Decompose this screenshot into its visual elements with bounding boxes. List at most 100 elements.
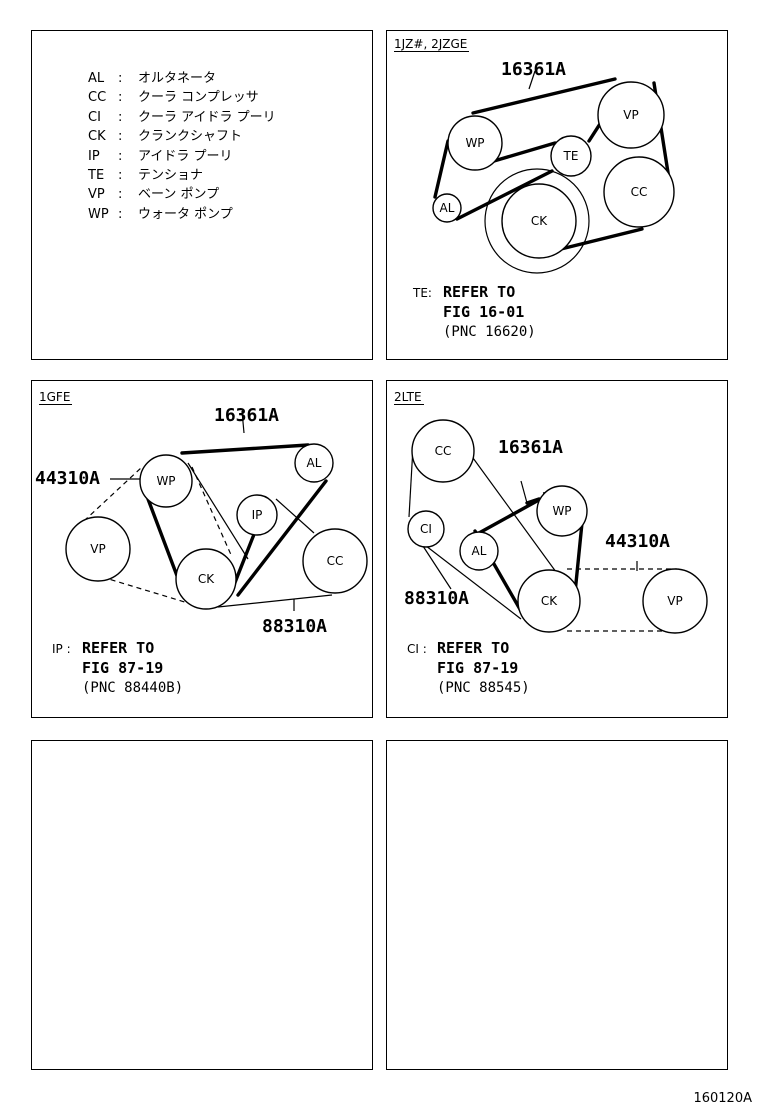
vp-pulley (597, 81, 665, 149)
leader-line (241, 410, 245, 434)
legend-row: VP:ベーン ポンプ (88, 185, 276, 204)
dashed-belt (83, 466, 143, 522)
vp-pulley (642, 568, 708, 634)
legend-code: WP (88, 206, 109, 222)
legend-code: VP (88, 187, 105, 203)
engine-tag: 1GFE (39, 390, 73, 405)
al-pulley (294, 443, 334, 483)
cc-pulley (302, 528, 368, 594)
al-pulley (432, 193, 462, 223)
refer-note: IP :REFER TO FIG 87-19 (PNC 88440B) (52, 639, 183, 698)
part-number-label: 16361A (501, 59, 567, 80)
belt-segment (464, 446, 568, 588)
belt-diagram: CC CI AL WP CK VP (407, 419, 708, 634)
ci-pulley (407, 510, 445, 548)
legend-colon: : (118, 129, 123, 145)
al-label: AL (307, 456, 322, 470)
ip-label: IP (252, 508, 263, 522)
ck-label: CK (198, 572, 215, 586)
legend-code: CC (88, 90, 107, 106)
ck-label: CK (531, 214, 548, 228)
legend-colon: : (118, 206, 123, 222)
legend-colon: : (118, 90, 123, 106)
cc-label: CC (327, 554, 344, 568)
wp-pulley (447, 115, 503, 171)
legend-list: AL:オルタネータ CC:クーラ コンプレッサ CI:クーラ アイドラ プーリ … (88, 69, 276, 224)
vp-pulley (65, 516, 131, 582)
leader-line (520, 480, 528, 504)
legend-colon: : (118, 109, 123, 125)
dashed-belt (101, 576, 189, 604)
tensioner-arm-outline (484, 168, 590, 274)
belt-segment (416, 538, 522, 620)
belt-diagram: WP VP TE AL CK CC (432, 70, 675, 274)
wp-label: WP (552, 504, 571, 518)
panel-1jz-2jzge: 1JZ#, 2JZGE WP VP TE AL CK CC 16361A TE:… (386, 30, 728, 360)
ip-pulley (236, 494, 278, 536)
legend-name: アイドラ プーリ (138, 148, 233, 164)
legend-name: オルタネータ (138, 71, 217, 86)
al-pulley (459, 531, 499, 571)
panel-2lte: 2LTE CC CI AL WP CK VP 16361A 44310A 883… (386, 380, 728, 718)
te-label: TE (563, 149, 579, 163)
cc-label: CC (631, 185, 648, 199)
note-line2: FIG 87-19 (437, 659, 519, 677)
legend-colon: : (118, 187, 123, 203)
note-lead: CI : (407, 642, 427, 656)
note-line1: REFER TO (82, 639, 155, 657)
cc-label: CC (435, 444, 452, 458)
note-line3: (PNC 88440B) (82, 680, 184, 696)
legend-colon: : (118, 168, 123, 184)
note-line1: REFER TO (437, 639, 510, 657)
legend-code: CK (88, 129, 106, 145)
note-line1: REFER TO (443, 283, 516, 301)
belt-segment (477, 499, 539, 535)
note-lead: IP : (52, 642, 71, 656)
belt-segment (275, 498, 315, 534)
ck-pulley (501, 183, 577, 259)
vp-label: VP (90, 542, 105, 556)
refer-note: TE:REFER TO FIG 16-01 (PNC 16620) (413, 283, 536, 342)
vp-label: VP (667, 594, 682, 608)
legend-row: CK: クランクシャフト (88, 127, 276, 146)
legend-name: ウォータ ポンプ (138, 206, 233, 222)
legend-code: CI (88, 109, 101, 125)
legend-code: AL (88, 71, 105, 86)
te-pulley (550, 135, 592, 177)
part-number-label: 88310A (262, 616, 328, 637)
note-line3: (PNC 16620) (443, 324, 536, 340)
legend-name: クーラ コンプレッサ (138, 90, 259, 106)
legend-code: IP (88, 148, 100, 164)
ck-pulley (517, 569, 581, 633)
legend-colon: : (118, 148, 123, 164)
legend-name: クーラ アイドラ プーリ (138, 109, 276, 125)
belt-segment (187, 462, 249, 560)
belt-segment (455, 169, 554, 221)
leader-line (528, 70, 536, 90)
belt-segment (492, 141, 557, 163)
empty-panel-left (31, 740, 373, 1070)
belt-segment (180, 443, 310, 455)
cc-pulley (603, 156, 675, 228)
panel-1gfe: 1GFE WP AL VP IP CK CC 16361A 44310A 883… (31, 380, 373, 718)
wp-pulley (536, 485, 588, 537)
cc-pulley (411, 419, 475, 483)
belt-segment (236, 479, 328, 597)
dashed-belt (191, 466, 233, 558)
part-number-label: 16361A (498, 437, 564, 458)
wp-label: WP (465, 136, 484, 150)
legend-name: クランクシャフト (138, 129, 243, 145)
vp-label: VP (623, 108, 638, 122)
legend-name: テンショナ (138, 168, 204, 184)
empty-panel-right (386, 740, 728, 1070)
belt-segment (433, 139, 450, 199)
part-number-label: 16361A (214, 405, 280, 426)
legend-row: AL:オルタネータ (88, 69, 276, 88)
legend-row: CC: クーラ コンプレッサ (88, 88, 276, 107)
wp-label: WP (156, 474, 175, 488)
belt-diagram: WP AL VP IP CK CC (65, 410, 368, 611)
ck-label: CK (541, 594, 558, 608)
refer-note: CI :REFER TO FIG 87-19 (PNC 88545) (407, 639, 530, 698)
belt-segment (559, 227, 644, 251)
belt-segment (217, 594, 333, 608)
